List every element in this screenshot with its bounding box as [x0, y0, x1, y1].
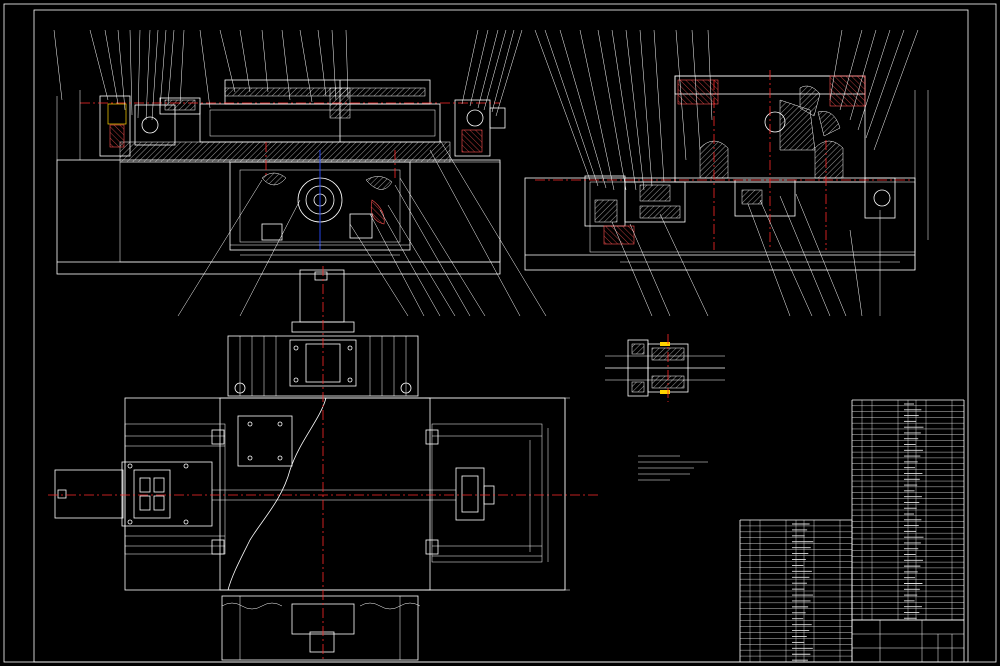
title-block: [851, 619, 965, 663]
side-section-view: [524, 29, 929, 317]
front-section-view: [53, 29, 547, 317]
front-view-leaders: [53, 29, 547, 317]
side-view-leaders: [534, 29, 919, 317]
detail-view: [605, 334, 725, 402]
sheet-frame: [3, 3, 997, 663]
plan-view: [48, 266, 600, 662]
parts-list: [739, 399, 965, 663]
technical-notes: [638, 455, 708, 481]
